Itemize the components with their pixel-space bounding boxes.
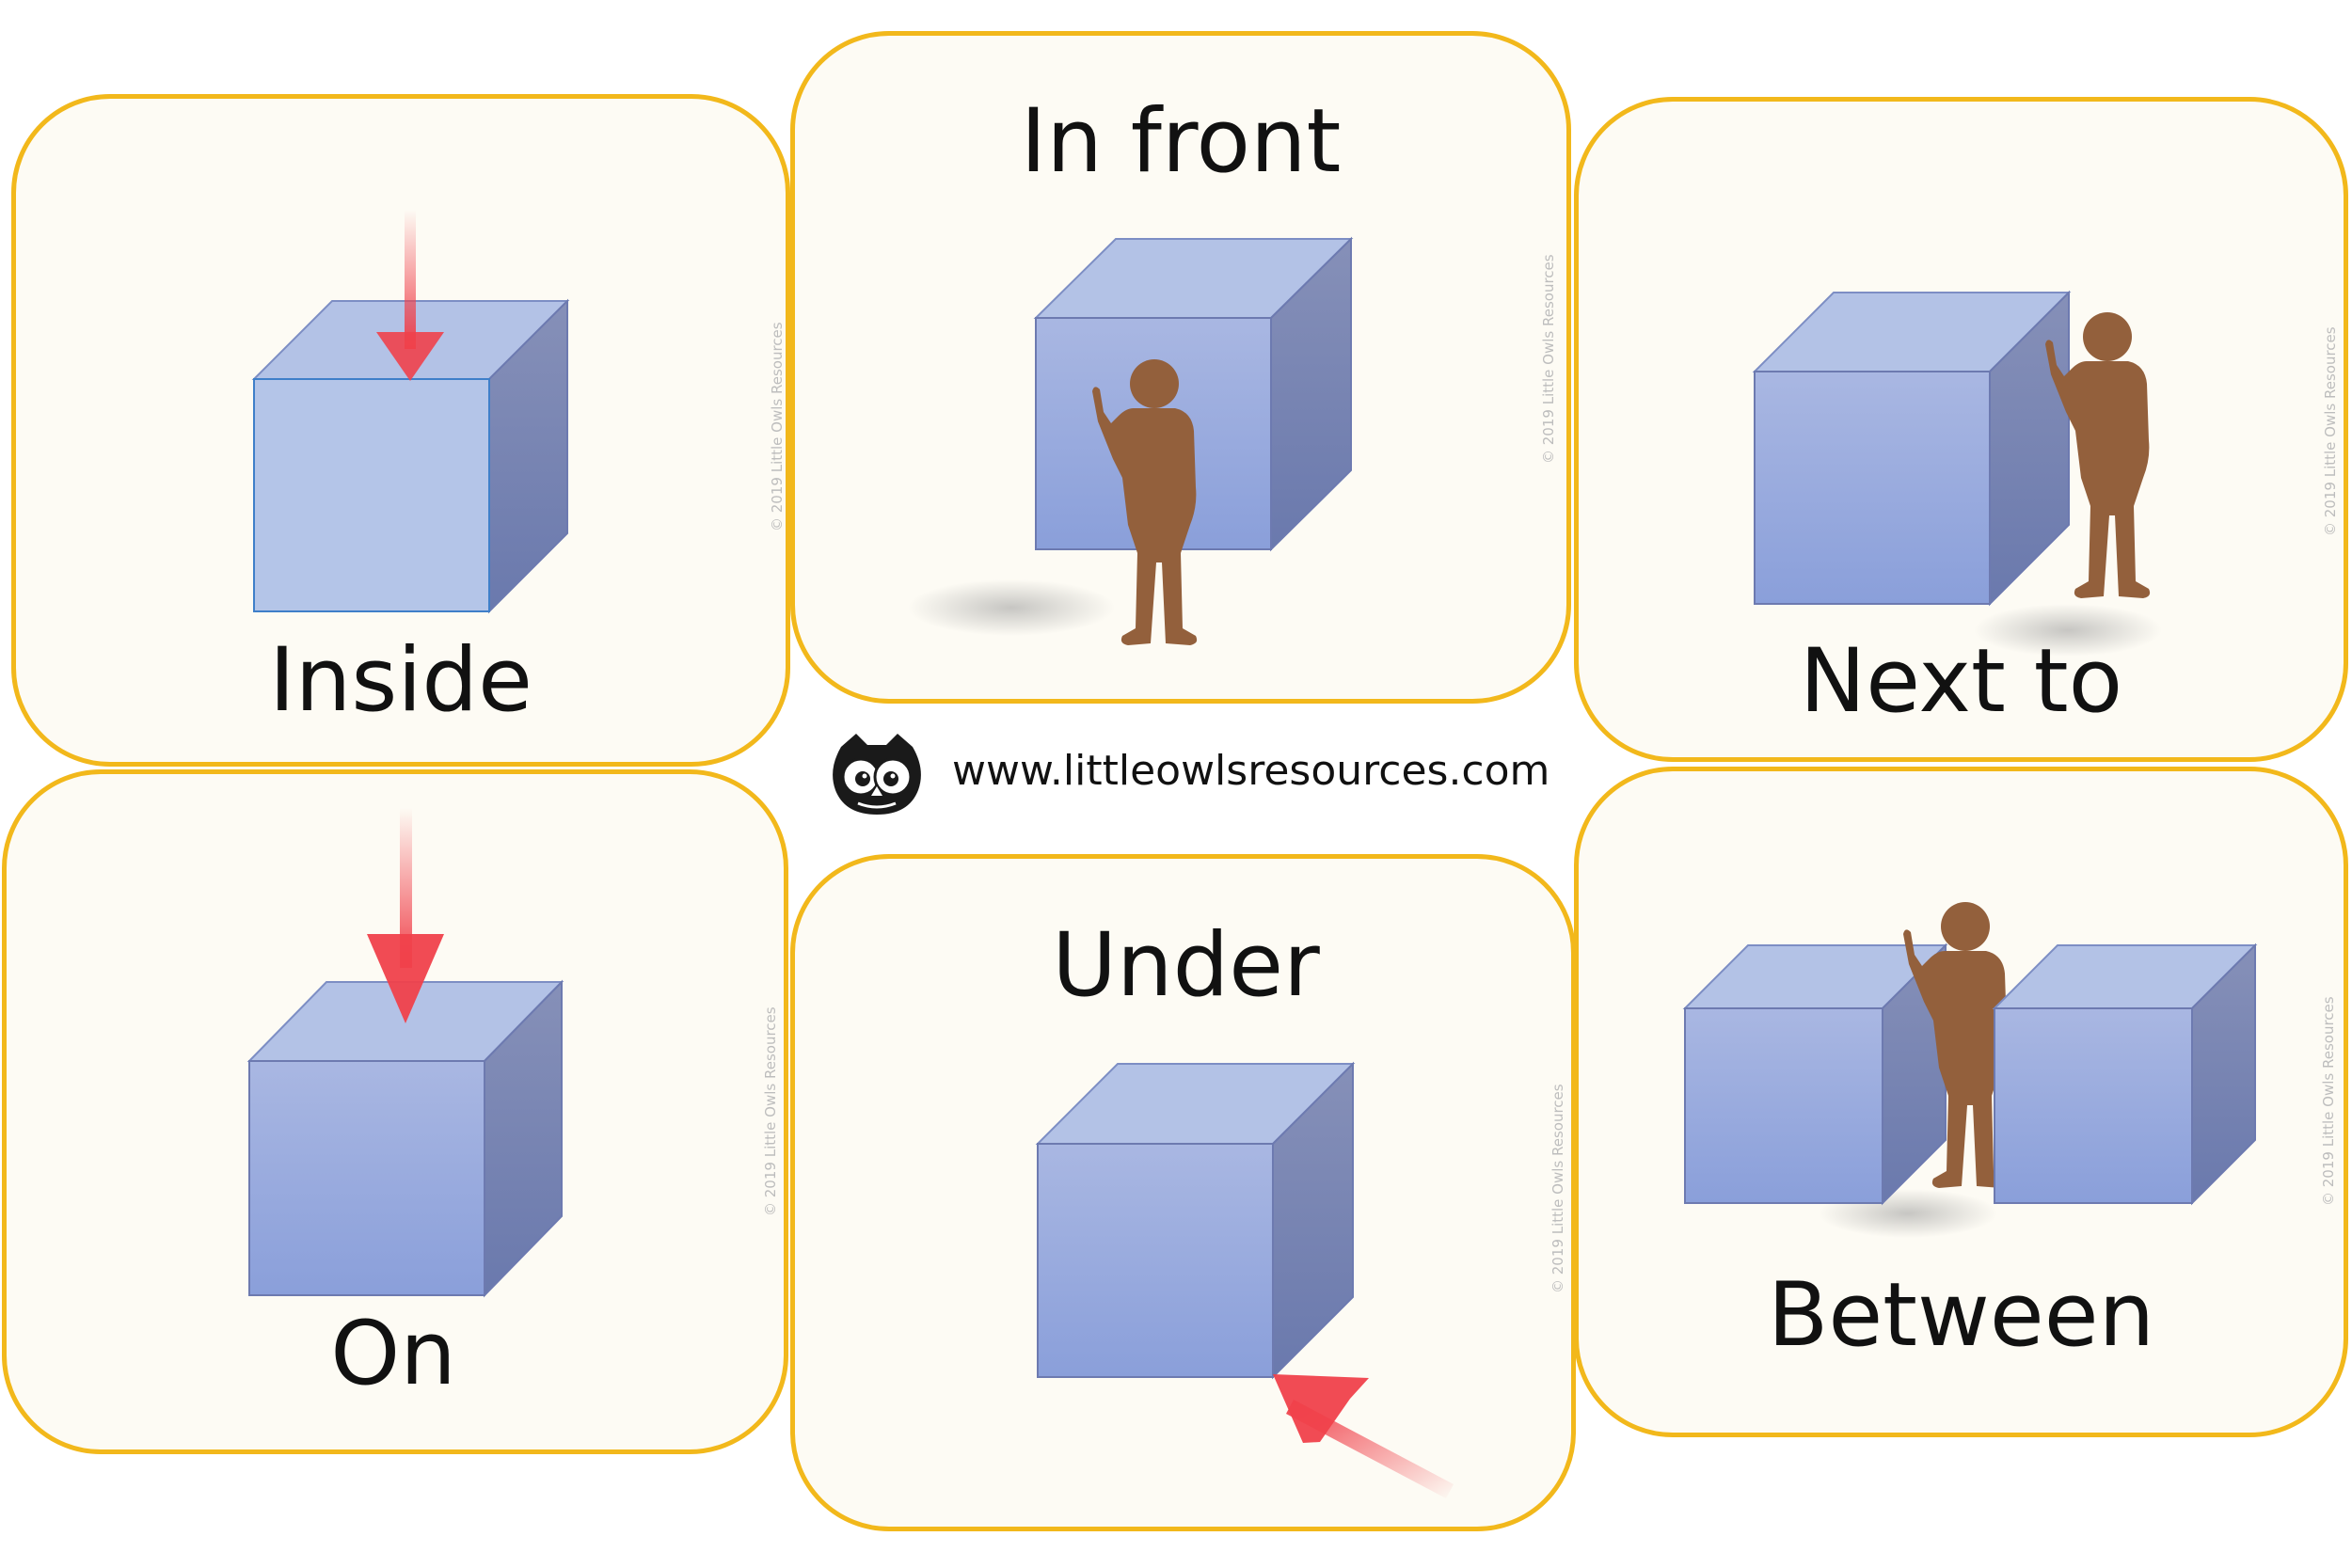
left-cube-front: [1684, 1007, 1883, 1204]
website-url: www.littleowlsresources.com: [952, 747, 1550, 795]
right-cube-front: [1994, 1007, 2193, 1204]
cube-front-opening: [253, 378, 490, 612]
card-label-on: On: [330, 1303, 456, 1405]
copyright-text: © 2019 Little Owls Resources: [762, 1006, 779, 1216]
card-label-inside: Inside: [269, 629, 532, 732]
copyright-text: © 2019 Little Owls Resources: [769, 322, 786, 531]
arrow-head: [1273, 1374, 1369, 1443]
in-front-illustration: [908, 236, 1354, 645]
card-label-between: Between: [1767, 1264, 2155, 1367]
figure-shadow: [908, 579, 1115, 636]
figure-shadow: [1974, 604, 2162, 657]
copyright-text: © 2019 Little Owls Resources: [2322, 326, 2339, 536]
card-in-front: In front © 2019 Little Owls Resources: [790, 31, 1571, 704]
owl-icon: [833, 734, 921, 815]
cube-front: [1037, 1143, 1274, 1378]
next-to-illustration: [1752, 290, 2162, 657]
card-label-next-to: Next to: [1799, 630, 2123, 733]
arrow-head: [376, 332, 444, 381]
card-label-under: Under: [1052, 914, 1320, 1017]
card-on: On © 2019 Little Owls Resources: [2, 769, 788, 1454]
card-between: Between © 2019 Little Owls Resources: [1574, 767, 2348, 1437]
arrow-shaft: [405, 210, 416, 349]
copyright-text: © 2019 Little Owls Resources: [2320, 996, 2337, 1206]
brand-footer: www.littleowlsresources.com: [820, 724, 1554, 818]
on-illustration: [246, 808, 564, 1298]
arrow-shaft: [400, 808, 412, 968]
cube-front: [248, 1060, 485, 1296]
arrow-head: [367, 934, 444, 1023]
card-under: Under © 2019 Little Owls Resources: [790, 854, 1576, 1531]
copyright-text: © 2019 Little Owls Resources: [1540, 254, 1557, 464]
between-illustration: [1682, 902, 2258, 1238]
card-inside: Inside © 2019 Little Owls Resources: [11, 94, 790, 767]
under-illustration: [1035, 1061, 1454, 1498]
inside-illustration: [251, 210, 570, 614]
card-next-to: Next to © 2019 Little Owls Resources: [1574, 97, 2348, 762]
card-label-in-front: In front: [1020, 90, 1342, 193]
copyright-text: © 2019 Little Owls Resources: [1549, 1084, 1566, 1293]
cube-front: [1754, 371, 1991, 605]
